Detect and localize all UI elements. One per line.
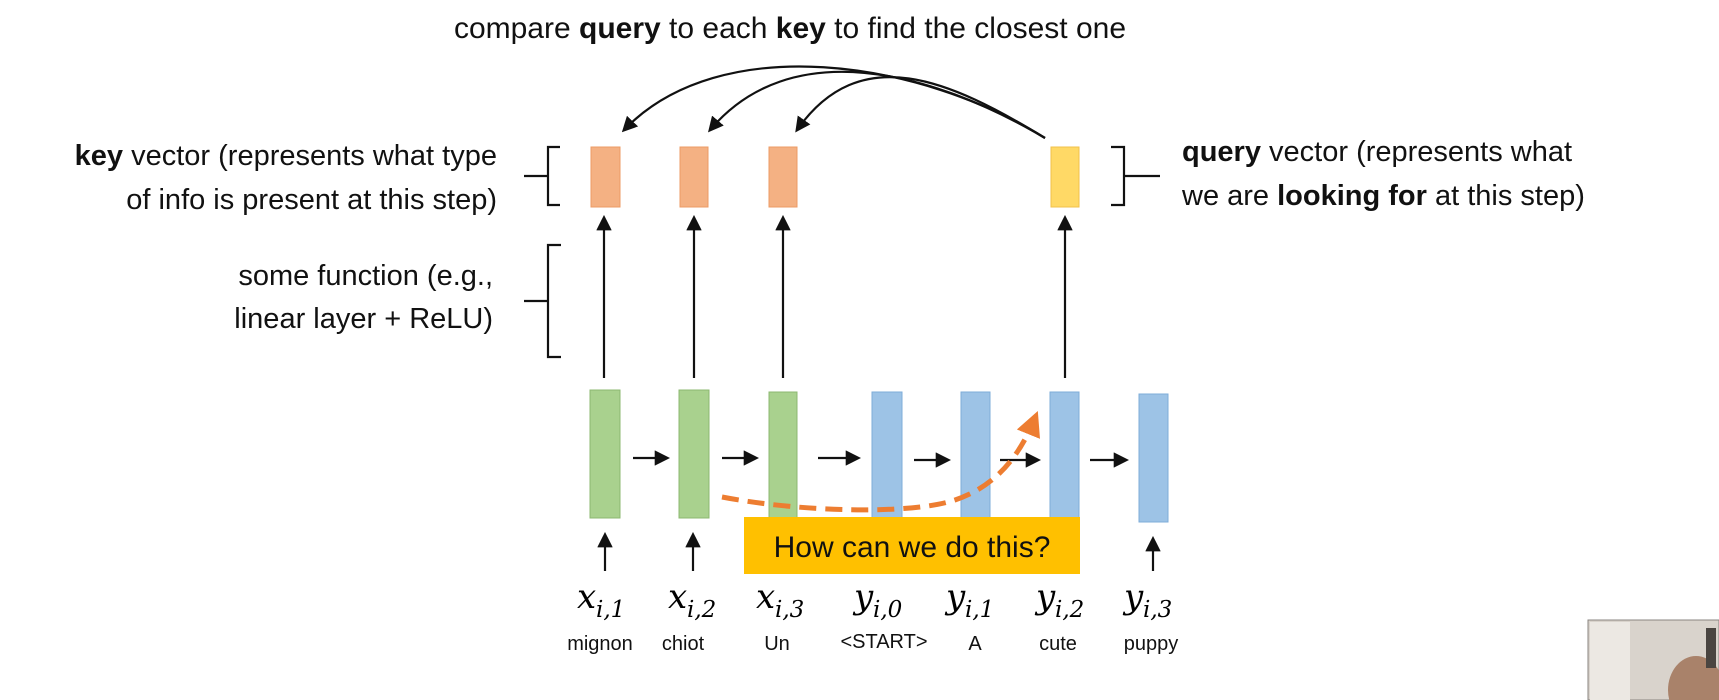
presenter-webcam (1587, 619, 1719, 700)
query-vector-label: query vector (represents what (1182, 136, 1572, 168)
query-vector-label-line2: we are looking for at this step) (1181, 180, 1585, 212)
token-word-4: <START> (840, 631, 927, 653)
token-word-7: puppy (1124, 633, 1179, 655)
key-vector-1 (590, 146, 621, 208)
encoder-state-1 (589, 389, 621, 519)
token-word-3: Un (764, 633, 790, 655)
key-vector-2 (679, 146, 709, 208)
key-vector-3 (768, 146, 798, 208)
query-bracket (1111, 145, 1160, 207)
decoder-state-0 (871, 391, 903, 519)
svg-text:x: x (668, 577, 687, 617)
svg-text:i,3: i,3 (1143, 597, 1172, 623)
function-label-line2: linear layer + ReLU) (234, 303, 493, 335)
svg-text:y: y (1034, 577, 1056, 617)
svg-text:i,2: i,2 (1055, 597, 1084, 623)
svg-text:x: x (756, 577, 775, 617)
svg-text:y: y (944, 577, 966, 617)
token-word-6: cute (1039, 633, 1077, 655)
dashed-orange-arrow (721, 411, 1040, 513)
compare-arrow-to-key-2 (708, 70, 1046, 139)
callout-text: How can we do this? (774, 531, 1051, 564)
svg-text:i,2: i,2 (687, 597, 716, 623)
decoder-state-2 (1049, 391, 1080, 519)
key-vector-label: key vector (represents what type (75, 140, 497, 172)
compare-arrow-to-key-3 (795, 76, 1046, 139)
diagram-title: compare query to each key to find the cl… (454, 12, 1126, 45)
key-bracket (524, 145, 560, 207)
token-word-5: A (968, 633, 982, 655)
function-bracket (524, 243, 561, 359)
svg-text:x: x (577, 577, 596, 617)
decoder-state-3 (1138, 393, 1169, 523)
callout-box (744, 517, 1080, 574)
svg-text:i,1: i,1 (596, 597, 625, 623)
svg-text:i,3: i,3 (775, 597, 804, 623)
function-label: some function (e.g., (238, 260, 493, 292)
svg-text:y: y (1122, 577, 1144, 617)
svg-text:i,1: i,1 (965, 597, 994, 623)
svg-text:y: y (852, 577, 874, 617)
query-vector (1050, 146, 1080, 208)
svg-text:i,0: i,0 (873, 597, 902, 623)
token-word-2: chiot (662, 633, 705, 655)
token-word-1: mignon (567, 633, 633, 655)
decoder-state-1 (960, 391, 991, 519)
encoder-state-3 (768, 391, 798, 519)
key-vector-label-line2: of info is present at this step) (126, 184, 497, 216)
encoder-state-2 (678, 389, 710, 519)
